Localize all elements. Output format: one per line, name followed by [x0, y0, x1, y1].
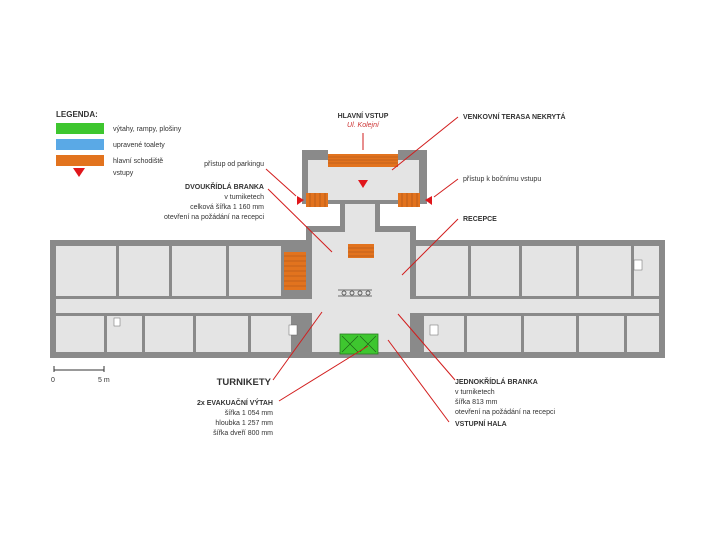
- evacuation-lift: [339, 333, 379, 355]
- single-gate-title: JEDNOKŘÍDLÁ BRANKA: [455, 377, 538, 386]
- single-gate-line-2: šířka 813 mm: [455, 399, 498, 406]
- legend-label-toilets: upravené toalety: [113, 142, 165, 149]
- terrace-right-stair: [398, 193, 420, 207]
- double-gate-line-1: v turniketech: [224, 194, 264, 201]
- legend-swatch-stairs: [56, 155, 104, 166]
- terrace-left-stair: [306, 193, 328, 207]
- triangle-down-icon: [73, 168, 85, 177]
- lift-depth: hloubka 1 257 mm: [215, 420, 273, 427]
- main-entrance-title: HLAVNÍ VSTUP: [338, 111, 389, 120]
- scale-bar: 0 5 m: [51, 366, 110, 384]
- legend-swatch-lifts: [56, 123, 104, 134]
- hall-label: VSTUPNÍ HALA: [455, 419, 507, 428]
- double-gate-line-2: celková šířka 1 160 mm: [190, 204, 264, 211]
- terrace-front-stair: [328, 154, 398, 167]
- side-entrance-label: přístup k bočnímu vstupu: [463, 176, 541, 183]
- turnstiles-label: TURNIKETY: [217, 377, 272, 388]
- leader-lines: [265, 116, 459, 423]
- single-gate-line-3: otevření na požádání na recepci: [455, 409, 555, 416]
- legend-label-lifts: výtahy, rampy, plošiny: [113, 126, 182, 133]
- lift-title: 2x EVAKUAČNÍ VÝTAH: [197, 398, 273, 407]
- scale-end: 5 m: [98, 377, 110, 384]
- terrace-label: VENKOVNÍ TERASA NEKRYTÁ: [463, 112, 566, 121]
- double-gate-line-3: otevření na požádání na recepci: [164, 214, 264, 221]
- turnstiles-graphic: [338, 289, 372, 297]
- legend-swatch-toilets: [56, 139, 104, 150]
- entrance-triangle-right-icon: [425, 196, 432, 205]
- legend-label-stairs: hlavní schodiště: [113, 158, 163, 165]
- entrance-triangle-left-icon: [297, 196, 304, 205]
- legend-label-entrances: vstupy: [113, 170, 134, 177]
- scale-start: 0: [51, 377, 55, 384]
- callouts: HLAVNÍ VSTUP Ul. Kolejní VENKOVNÍ TERASA…: [164, 111, 566, 437]
- reception-label: RECEPCE: [463, 216, 497, 223]
- main-entrance-street: Ul. Kolejní: [347, 122, 380, 129]
- hall-stair: [348, 244, 374, 258]
- lift-door-width: šířka dveří 800 mm: [213, 430, 273, 437]
- building: [50, 150, 665, 358]
- legend-title: LEGENDA:: [56, 110, 98, 119]
- entrance-triangle-main-icon: [358, 180, 368, 188]
- double-gate-title: DVOUKŘÍDLÁ BRANKA: [185, 182, 264, 191]
- legend: LEGENDA: výtahy, rampy, plošiny upravené…: [56, 110, 182, 177]
- single-gate-line-1: v turniketech: [455, 389, 495, 396]
- lift-width: šířka 1 054 mm: [225, 410, 273, 417]
- parking-label: přístup od parkingu: [204, 161, 264, 168]
